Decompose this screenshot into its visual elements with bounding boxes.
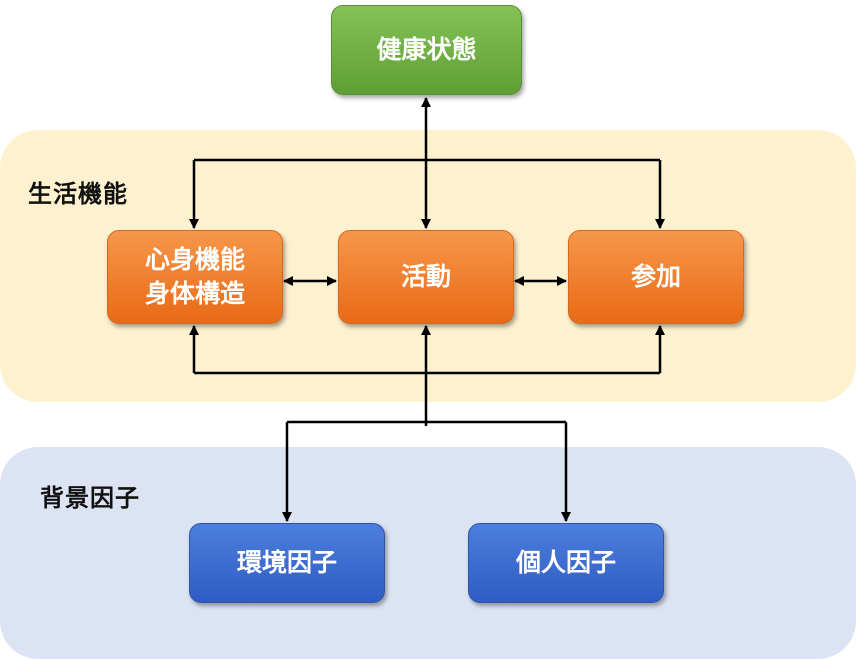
contextual-factors-section-label: 背景因子: [40, 484, 140, 512]
participation-node: 参加: [568, 230, 744, 324]
body-functions-structures-node: 心身機能 身体構造: [107, 230, 283, 324]
health-condition-node: 健康状態: [331, 5, 522, 95]
activity-node: 活動: [338, 230, 514, 324]
contextual-factors-band: [0, 447, 856, 659]
environmental-factors-node: 環境因子: [189, 523, 385, 603]
functioning-section-label: 生活機能: [28, 180, 128, 208]
personal-factors-node: 個人因子: [468, 523, 664, 603]
